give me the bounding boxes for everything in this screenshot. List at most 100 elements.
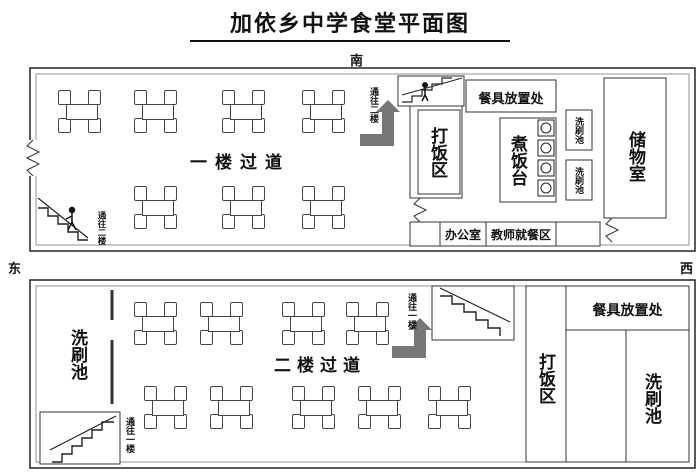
seat: [164, 118, 177, 133]
seat: [230, 330, 243, 345]
seat: [252, 118, 265, 133]
table: [230, 104, 262, 120]
table-unit: [210, 386, 258, 432]
seat: [240, 386, 253, 401]
floor1-stairs-to-2f-top-label: 通往二楼: [368, 87, 378, 123]
seat: [388, 414, 401, 429]
table-unit: [222, 90, 270, 136]
seat: [164, 330, 177, 345]
compass-west: 西: [680, 262, 694, 277]
title-underline: [190, 40, 510, 42]
seat: [134, 302, 147, 317]
compass-east: 东: [8, 262, 22, 277]
table: [354, 316, 386, 332]
table-unit: [134, 90, 182, 136]
seat: [332, 186, 345, 201]
seat: [282, 302, 295, 317]
floor1-corridor-label: 一楼过道: [190, 153, 290, 173]
seat: [134, 214, 147, 229]
seat: [134, 186, 147, 201]
seat: [302, 214, 315, 229]
seat: [346, 330, 359, 345]
seat: [144, 414, 157, 429]
seat: [458, 386, 471, 401]
seat: [376, 330, 389, 345]
table: [300, 400, 332, 416]
seat: [388, 386, 401, 401]
seat: [332, 214, 345, 229]
seat: [252, 186, 265, 201]
floor2-sink-right-label: 洗刷池: [641, 372, 661, 424]
table-unit: [358, 386, 406, 432]
table-unit: [222, 186, 270, 232]
seat: [376, 302, 389, 317]
floor2-sink-left-label: 洗刷池: [67, 328, 87, 380]
table-unit: [134, 302, 182, 348]
seat: [164, 302, 177, 317]
floor1-stairs-to-2f-label: 通往二楼: [96, 211, 106, 245]
seat: [174, 386, 187, 401]
table-unit: [292, 386, 340, 432]
seat: [312, 302, 325, 317]
seat: [332, 90, 345, 105]
table: [208, 316, 240, 332]
seat: [302, 90, 315, 105]
table: [142, 316, 174, 332]
table: [290, 316, 322, 332]
seat: [358, 386, 371, 401]
seat: [88, 118, 101, 133]
seat: [292, 414, 305, 429]
seat: [358, 414, 371, 429]
seat: [428, 414, 441, 429]
floor1-sink-2-label: 洗刷池: [573, 166, 583, 194]
table: [66, 104, 98, 120]
page-title: 加依乡中学食堂平面图: [229, 12, 470, 37]
seat: [346, 302, 359, 317]
seat: [252, 90, 265, 105]
seat: [222, 214, 235, 229]
seat: [88, 90, 101, 105]
table: [310, 104, 342, 120]
table: [152, 400, 184, 416]
seat: [164, 186, 177, 201]
seat: [322, 414, 335, 429]
table-unit: [302, 186, 350, 232]
table: [142, 200, 174, 216]
seat: [222, 90, 235, 105]
seat: [230, 302, 243, 317]
floor2-serving-area-label: 打饭区: [535, 352, 555, 404]
seat: [210, 414, 223, 429]
seat: [200, 330, 213, 345]
seat: [302, 118, 315, 133]
seat: [252, 214, 265, 229]
seat: [302, 186, 315, 201]
floor1-office-label: 办公室: [444, 228, 481, 242]
seat: [312, 330, 325, 345]
floor2-stairs-to-1f-top-label: 通往一楼: [406, 293, 416, 329]
seat: [322, 386, 335, 401]
seat: [332, 118, 345, 133]
seat: [200, 302, 213, 317]
seat: [144, 386, 157, 401]
seat: [134, 90, 147, 105]
seat: [164, 214, 177, 229]
table: [366, 400, 398, 416]
floor2-tableware-label: 餐具放置处: [592, 303, 663, 319]
seat: [58, 90, 71, 105]
seat: [134, 330, 147, 345]
stairs-floor1-left: [37, 197, 89, 241]
table-unit: [346, 302, 394, 348]
floor2-corridor-label: 二楼过道: [274, 356, 366, 376]
table-unit: [200, 302, 248, 348]
compass-south: 南: [350, 54, 364, 69]
seat: [222, 186, 235, 201]
seat: [240, 414, 253, 429]
table: [436, 400, 468, 416]
table-unit: [58, 90, 106, 136]
seat: [164, 90, 177, 105]
table-unit: [144, 386, 192, 432]
seat: [58, 118, 71, 133]
table: [142, 104, 174, 120]
floor1-serving-area-label: 打饭区: [427, 126, 447, 178]
floor1-cooking-stage-label: 煮饭台: [507, 134, 527, 186]
